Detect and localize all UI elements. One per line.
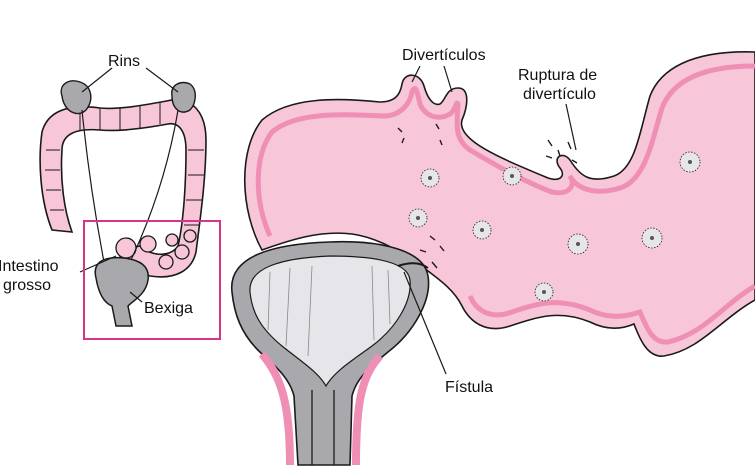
stool-pellet-cores: [416, 160, 692, 294]
intestine-mucosa-bottom: [467, 283, 755, 345]
bexiga-leader: [129, 291, 143, 303]
diverticulos-leaders: [411, 65, 453, 93]
bladder-stipple: [267, 265, 391, 357]
overview-figure: [39, 67, 221, 340]
label-ruptura-line2: divertículo: [523, 86, 596, 103]
bladder-overview: [94, 256, 149, 327]
left-kidney: [60, 80, 92, 115]
urethra: [258, 351, 384, 466]
detail-highlight-box: [83, 220, 221, 340]
ruptura-leader: [565, 103, 577, 151]
urethra-channel: [311, 390, 335, 465]
intestine-mucosa: [255, 63, 755, 238]
bladder-lumen: [249, 255, 411, 388]
label-intestino-line2: grosso: [3, 277, 51, 294]
sigmoid-colon: [115, 229, 197, 270]
ureters: [81, 109, 179, 263]
fistula-leader: [403, 271, 447, 375]
rins-leaders: [81, 67, 179, 93]
label-bexiga: Bexiga: [144, 300, 193, 317]
haustra-marks: [45, 102, 204, 226]
label-ruptura-line1: Ruptura de: [518, 67, 597, 84]
label-rins: Rins: [108, 53, 140, 70]
right-kidney: [171, 81, 196, 113]
label-diverticulos: Divertículos: [402, 47, 486, 64]
fistula-channel: [397, 262, 429, 269]
detail-figure: [231, 51, 755, 466]
intestino-leader: [79, 255, 117, 273]
intestine-detail: [243, 51, 755, 357]
label-intestino-line1: Intestino: [0, 258, 59, 275]
label-fistula: Fístula: [445, 379, 493, 396]
rupture-leak-marks: [397, 123, 578, 269]
